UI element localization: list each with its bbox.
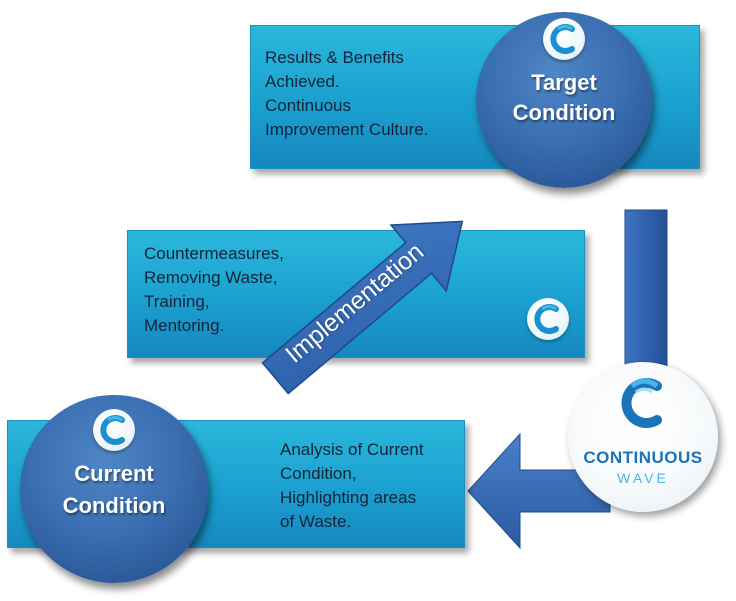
wave-logo-icon (543, 18, 585, 60)
wave-logo-icon (527, 298, 569, 340)
return-arrow (467, 432, 611, 550)
brand-name: CONTINUOUS (583, 448, 703, 467)
implementation-arrow (261, 220, 464, 395)
target-description: Results & Benefits Achieved. Continuous … (265, 48, 429, 139)
current-description: Analysis of Current Condition, Highlight… (280, 440, 424, 531)
target-title-line1: Target (531, 70, 597, 95)
current-condition-circle: Current Condition (20, 395, 208, 583)
down-connector (624, 209, 668, 381)
countermeasures-description: Countermeasures, Removing Waste, Trainin… (144, 244, 284, 335)
target-title-line2: Condition (512, 100, 616, 125)
current-title-line2: Condition (62, 493, 166, 518)
arrow-icon (261, 220, 464, 395)
wave-logo-icon (621, 378, 662, 428)
current-title-line1: Current (74, 461, 154, 486)
wave-logo-icon (93, 409, 135, 451)
brand-subtitle: WAVE (617, 470, 669, 486)
continuous-wave-badge: CONTINUOUS WAVE (568, 362, 718, 512)
target-condition-circle: Target Condition (476, 12, 652, 188)
